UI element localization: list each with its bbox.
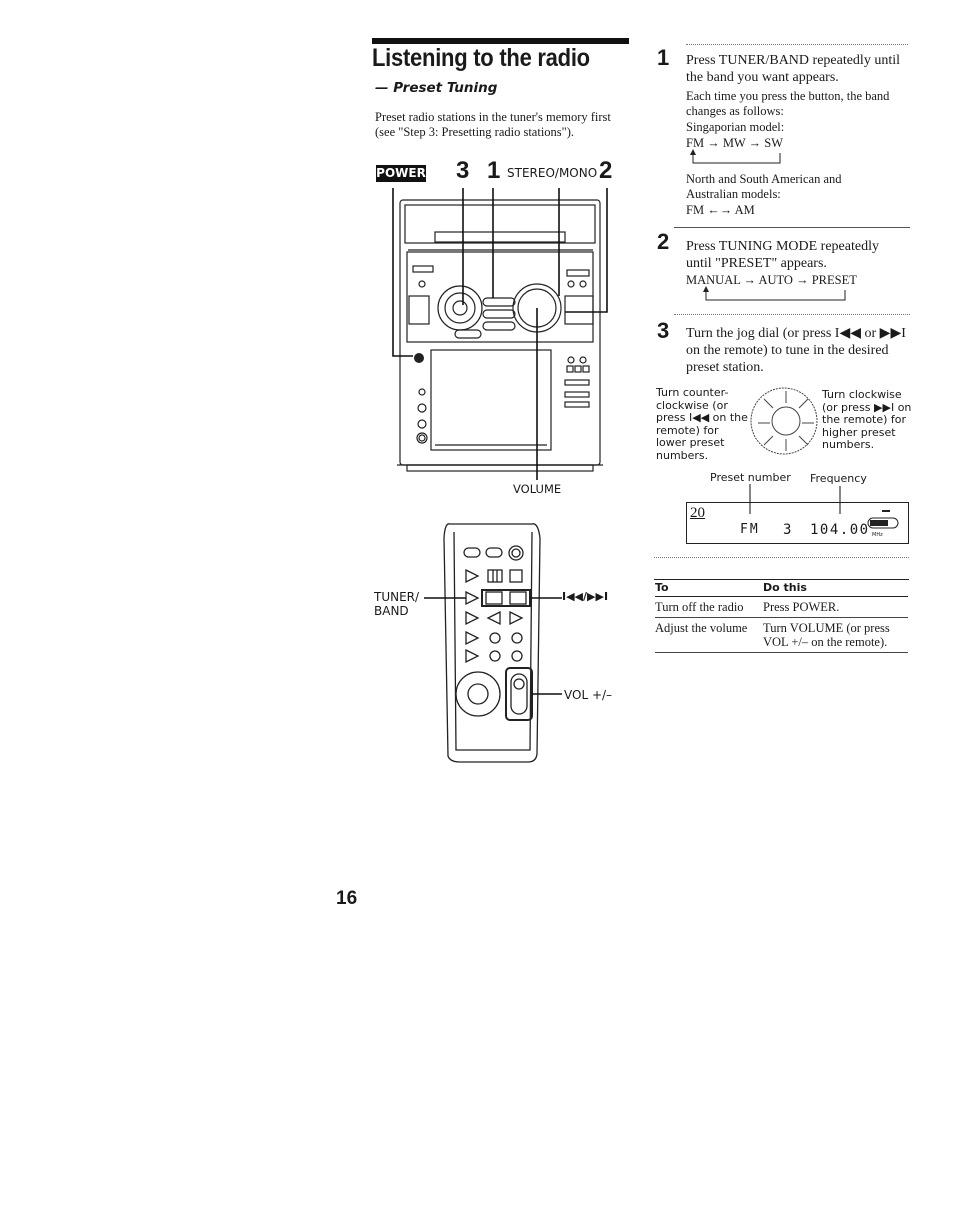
step-1-model2: North and South American and Australian …: [686, 172, 842, 201]
divider-3: [654, 557, 909, 558]
step-2-loop-arrow: [703, 286, 846, 301]
step-3-number: 3: [657, 318, 670, 343]
display-preset-number: 3: [783, 522, 792, 538]
step-2-seq: MANUAL → AUTO → PRESET: [686, 273, 857, 287]
table-header-row: To Do this: [655, 581, 908, 597]
step-1-model1: Singaporian model:: [686, 120, 785, 134]
intro-text: Preset radio stations in the tuner's mem…: [375, 110, 611, 139]
display-preset-icon: 20: [690, 505, 705, 521]
step-2-number: 2: [657, 229, 670, 254]
divider-1: [674, 227, 910, 228]
table-cell-do: Turn VOLUME (or press VOL +/– on the rem…: [763, 621, 890, 649]
prev-next-label: I◀◀/▶▶I: [562, 590, 609, 603]
page-number: 16: [336, 888, 358, 909]
jog-right-text: Turn clockwise (or press ▶▶I on the remo…: [822, 388, 912, 451]
jog-left-text: Turn counter-clockwise (or press I◀◀ on …: [656, 386, 748, 462]
volume-label: VOLUME: [513, 482, 562, 496]
stereo-mono-label: STEREO/MONO: [507, 166, 598, 180]
step-2-text: Press TUNING MODE repeatedly until "PRES…: [686, 239, 879, 271]
step-1-note: Each time you press the button, the band…: [686, 89, 890, 118]
tuner-band-label-line2: BAND: [374, 604, 409, 618]
table-cell-to: Turn off the radio: [655, 600, 744, 614]
preset-number-label: Preset number: [710, 471, 791, 484]
stereo-unit-illustration: [392, 188, 608, 480]
step-1-seq1: FM → MW → SW: [686, 136, 784, 150]
tuner-band-label-line1: TUNER/: [374, 590, 420, 604]
top-rule: [372, 38, 629, 44]
table-header-do: Do this: [763, 581, 807, 594]
page-title: Listening to the radio: [372, 44, 590, 72]
display-unit: MHz: [872, 532, 883, 538]
vol-pm-label: VOL +/–: [564, 688, 613, 702]
signal-indicator-icon: [867, 510, 899, 529]
actions-table: To Do this Turn off the radio Press POWE…: [655, 581, 908, 653]
step-1-text: Press TUNER/BAND repeatedly until the ba…: [686, 53, 900, 85]
table-top-rule: [654, 579, 909, 580]
divider-top: [686, 44, 908, 45]
divider-2: [674, 314, 910, 315]
step-1-seq2: FM ←→ AM: [686, 203, 755, 217]
table-row: Turn off the radio Press POWER.: [655, 597, 908, 618]
step-3-text-line-b: ▶▶I on the remote) to tune in the desire…: [686, 326, 906, 375]
table-row: Adjust the volume Turn VOLUME (or press …: [655, 618, 908, 653]
remote-illustration: [424, 523, 562, 763]
tuner-band-label: TUNER/ BAND: [374, 590, 419, 618]
step-1-loop-arrow: [690, 149, 781, 164]
display-frequency: 104.00: [810, 522, 870, 538]
power-label: POWER: [376, 165, 426, 182]
step-1-number: 1: [657, 45, 670, 70]
frequency-label: Frequency: [810, 472, 867, 485]
table-header-to: To: [655, 581, 669, 594]
callout-2: 2: [599, 157, 613, 184]
tuner-display: [686, 502, 909, 544]
callout-3: 3: [456, 157, 470, 184]
step-3-text: Turn the jog dial (or press I◀◀ or ▶▶I o…: [686, 325, 906, 376]
step-3-text-line-a: Turn the jog dial (or press I◀◀ or: [686, 326, 877, 341]
display-band: FM: [740, 522, 760, 537]
jog-dial-icon: [750, 387, 818, 455]
table-cell-do: Press POWER.: [763, 600, 840, 614]
callout-1: 1: [487, 157, 501, 184]
display-leader-lines: [749, 484, 841, 514]
table-cell-to: Adjust the volume: [655, 621, 748, 635]
page-subtitle: — Preset Tuning: [375, 80, 498, 96]
